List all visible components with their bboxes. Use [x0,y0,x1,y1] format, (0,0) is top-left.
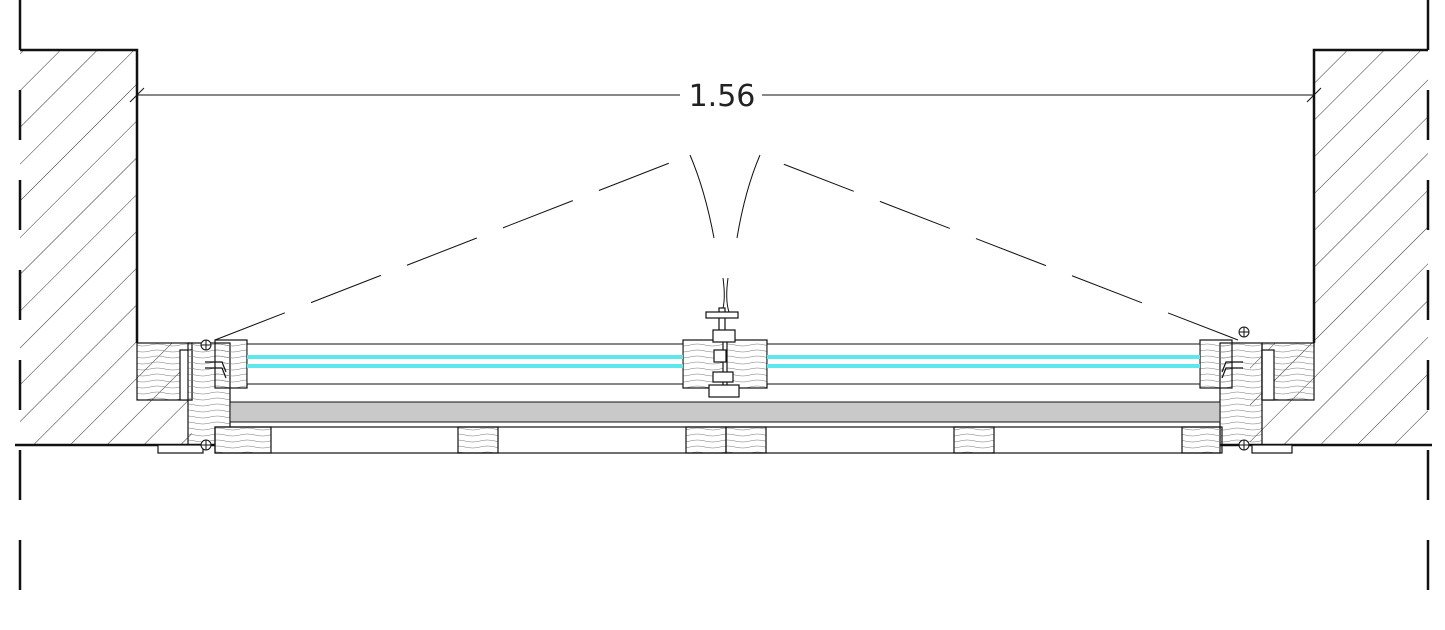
axis-lines [18,0,1430,630]
outer-frame-right [1219,342,1315,454]
screw-icon [200,326,1250,451]
swing-arc-right [726,154,1239,341]
width-dimension: 1.56 [129,79,1322,114]
width-dimension-label: 1.56 [689,79,756,114]
inner-frame-band [229,401,1221,423]
handle-icon [705,307,740,398]
sash-stiles [214,339,1233,389]
glass-panes [246,343,1201,385]
swing-arc-left [214,154,725,341]
hinge-details [205,361,1243,379]
shutter-panels [214,426,1223,454]
